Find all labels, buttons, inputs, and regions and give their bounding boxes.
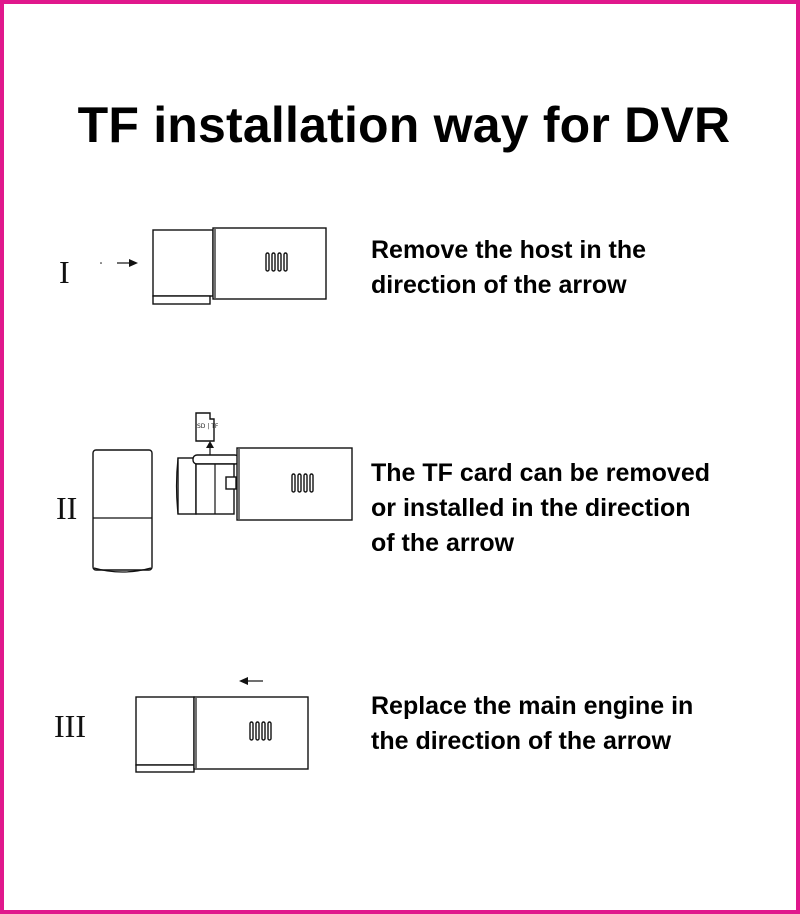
sd-card-icon: SD | TF <box>195 412 219 442</box>
step-2-line-2: or installed in the direction <box>371 494 691 522</box>
step-1-numeral: I <box>59 254 70 290</box>
device-body <box>175 447 353 521</box>
arrow-left-icon <box>239 677 263 685</box>
vent-grille <box>249 721 272 741</box>
vent-grille <box>291 473 314 493</box>
step-2-description: The TF card can be removed or installed … <box>371 456 771 561</box>
vent-grille <box>265 252 288 272</box>
step-3-numeral: III <box>54 708 86 744</box>
step-1-description: Remove the host in the direction of the … <box>371 233 771 303</box>
step-1-line-2: direction of the arrow <box>371 271 627 299</box>
step-3-line-2: the direction of the arrow <box>371 727 672 755</box>
step-2-diagram: SD | TF <box>92 412 353 573</box>
step-1-diagram <box>100 227 327 305</box>
step-3-line-1: Replace the main engine in <box>371 692 694 720</box>
step-2-line-3: of the arrow <box>371 529 515 557</box>
sd-card-label: SD | TF <box>197 423 219 430</box>
step-3-description: Replace the main engine in the direction… <box>371 689 771 759</box>
arrow-right-icon <box>100 259 138 267</box>
step-1-line-1: Remove the host in the <box>371 236 647 264</box>
step-3-diagram <box>135 677 309 773</box>
step-2-line-1: The TF card can be removed <box>371 459 710 487</box>
page-title: TF installation way for DVR <box>77 97 731 153</box>
step-2-numeral: II <box>56 490 78 526</box>
front-housing <box>92 449 153 573</box>
